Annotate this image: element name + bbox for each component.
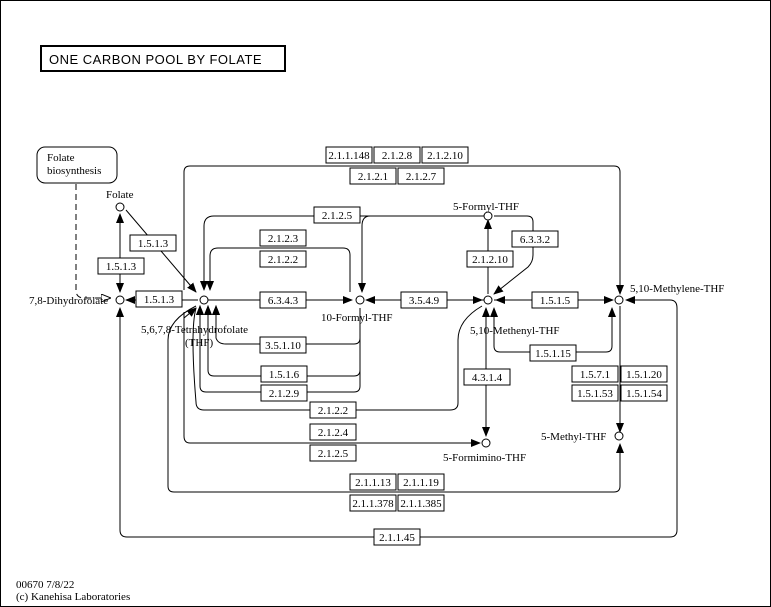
- svg-text:1.5.1.15: 1.5.1.15: [535, 348, 571, 360]
- enzyme-2-1-1-45[interactable]: 2.1.1.45: [373, 528, 421, 546]
- enzyme-2-1-1-378[interactable]: 2.1.1.378: [349, 494, 397, 512]
- enzyme-1-5-1-5[interactable]: 1.5.1.5: [531, 291, 579, 309]
- svg-text:1.5.1.3: 1.5.1.3: [144, 294, 175, 306]
- svg-text:5,6,7,8-Tetrahydrofolate: 5,6,7,8-Tetrahydrofolate: [141, 324, 248, 336]
- enzyme-1-5-1-3-horiz[interactable]: 1.5.1.3: [135, 290, 183, 308]
- enzyme-1-5-1-54[interactable]: 1.5.1.54: [620, 384, 668, 402]
- enzyme-2-1-2-2-top[interactable]: 2.1.2.2: [259, 250, 307, 268]
- enzyme-1-5-7-1[interactable]: 1.5.7.1: [571, 365, 619, 383]
- compound-10-formyl-thf[interactable]: 10-Formyl-THF: [321, 295, 393, 324]
- svg-text:4.3.1.4: 4.3.1.4: [472, 372, 503, 384]
- svg-text:1.5.7.1: 1.5.7.1: [580, 369, 610, 381]
- enzyme-2-1-2-7[interactable]: 2.1.2.7: [397, 167, 445, 185]
- svg-text:2.1.2.3: 2.1.2.3: [268, 233, 299, 245]
- svg-text:5,10-Methylene-THF: 5,10-Methylene-THF: [630, 283, 724, 295]
- compound-5-formyl-thf[interactable]: 5-Formyl-THF: [453, 201, 519, 221]
- enzyme-2-1-2-3[interactable]: 2.1.2.3: [259, 229, 307, 247]
- enzyme-1-5-1-6[interactable]: 1.5.1.6: [260, 365, 308, 383]
- svg-text:2.1.2.2: 2.1.2.2: [268, 254, 298, 266]
- enzyme-2-1-2-5-bot[interactable]: 2.1.2.5: [309, 444, 357, 462]
- enzyme-2-1-1-13[interactable]: 2.1.1.13: [349, 473, 397, 491]
- enzyme-boxes: 2.1.1.148 2.1.2.8 2.1.2.10 2.1.2.1 2.1.2…: [97, 146, 668, 546]
- svg-text:Folate: Folate: [106, 189, 134, 201]
- enzyme-1-5-1-53[interactable]: 1.5.1.53: [571, 384, 619, 402]
- svg-text:1.5.1.3: 1.5.1.3: [138, 238, 169, 250]
- svg-text:6.3.4.3: 6.3.4.3: [268, 295, 299, 307]
- compound-5-10-methylene-thf[interactable]: 5,10-Methylene-THF: [614, 283, 724, 305]
- enzyme-2-1-1-19[interactable]: 2.1.1.19: [397, 473, 445, 491]
- enzyme-2-1-2-10-top[interactable]: 2.1.2.10: [421, 146, 469, 164]
- svg-text:ONE CARBON POOL BY FOLATE: ONE CARBON POOL BY FOLATE: [49, 52, 262, 67]
- enzyme-2-1-2-9[interactable]: 2.1.2.9: [260, 384, 308, 402]
- svg-text:5-Formimino-THF: 5-Formimino-THF: [443, 452, 526, 464]
- enzyme-2-1-2-5-top[interactable]: 2.1.2.5: [313, 206, 361, 224]
- enzyme-6-3-3-2[interactable]: 6.3.3.2: [511, 230, 559, 248]
- svg-text:2.1.1.13: 2.1.1.13: [355, 477, 391, 489]
- svg-text:1.5.1.53: 1.5.1.53: [577, 388, 613, 400]
- svg-text:1.5.1.20: 1.5.1.20: [626, 369, 662, 381]
- compound-folate[interactable]: Folate: [106, 189, 134, 212]
- compound-5-10-methenyl-thf[interactable]: 5,10-Methenyl-THF: [470, 295, 560, 337]
- svg-text:2.1.2.7: 2.1.2.7: [406, 171, 437, 183]
- enzyme-4-3-1-4[interactable]: 4.3.1.4: [463, 368, 511, 386]
- enzyme-2-1-1-385[interactable]: 2.1.1.385: [397, 494, 445, 512]
- map-id-date: 00670 7/8/22: [16, 579, 74, 591]
- svg-text:5,10-Methenyl-THF: 5,10-Methenyl-THF: [470, 325, 560, 337]
- svg-text:6.3.3.2: 6.3.3.2: [520, 234, 550, 246]
- footer: 00670 7/8/22 (c) Kanehisa Laboratories: [16, 579, 130, 603]
- compound-nodes: Folate 7,8-Dihydrofolate 5,6,7,8-Tetrahy…: [29, 189, 724, 464]
- svg-text:2.1.1.385: 2.1.1.385: [400, 498, 442, 510]
- svg-text:7,8-Dihydrofolate: 7,8-Dihydrofolate: [29, 295, 108, 307]
- svg-text:2.1.2.9: 2.1.2.9: [269, 388, 300, 400]
- svg-text:2.1.2.10: 2.1.2.10: [427, 150, 463, 162]
- compound-5-formimino-thf[interactable]: 5-Formimino-THF: [443, 438, 526, 464]
- svg-text:Folate: Folate: [47, 152, 75, 164]
- map-link-edge: [75, 184, 110, 298]
- enzyme-2-1-2-4[interactable]: 2.1.2.4: [309, 423, 357, 441]
- svg-text:5-Methyl-THF: 5-Methyl-THF: [541, 431, 606, 443]
- svg-text:1.5.1.54: 1.5.1.54: [626, 388, 662, 400]
- enzyme-2-1-1-148[interactable]: 2.1.1.148: [325, 146, 373, 164]
- svg-text:2.1.1.19: 2.1.1.19: [403, 477, 439, 489]
- compound-5-methyl-thf[interactable]: 5-Methyl-THF: [541, 431, 624, 443]
- enzyme-1-5-1-3-vert[interactable]: 1.5.1.3: [97, 257, 145, 275]
- svg-text:3.5.1.10: 3.5.1.10: [265, 340, 301, 352]
- svg-text:1.5.1.6: 1.5.1.6: [269, 369, 300, 381]
- svg-text:(THF): (THF): [185, 337, 213, 349]
- svg-text:3.5.4.9: 3.5.4.9: [409, 295, 440, 307]
- enzyme-6-3-4-3[interactable]: 6.3.4.3: [259, 291, 307, 309]
- svg-text:5-Formyl-THF: 5-Formyl-THF: [453, 201, 519, 213]
- svg-text:biosynthesis: biosynthesis: [47, 165, 101, 177]
- copyright: (c) Kanehisa Laboratories: [16, 591, 130, 603]
- svg-text:1.5.1.5: 1.5.1.5: [540, 295, 571, 307]
- enzyme-3-5-4-9[interactable]: 3.5.4.9: [400, 291, 448, 309]
- svg-text:2.1.1.45: 2.1.1.45: [379, 532, 415, 544]
- enzyme-2-1-2-10-mid[interactable]: 2.1.2.10: [466, 250, 514, 268]
- map-link-folate-biosynthesis[interactable]: Folate biosynthesis: [36, 146, 118, 184]
- svg-text:2.1.2.10: 2.1.2.10: [472, 254, 508, 266]
- svg-text:2.1.2.5: 2.1.2.5: [322, 210, 353, 222]
- enzyme-2-1-2-2-bot[interactable]: 2.1.2.2: [309, 401, 357, 419]
- svg-text:2.1.1.378: 2.1.1.378: [352, 498, 394, 510]
- svg-text:2.1.2.1: 2.1.2.1: [358, 171, 388, 183]
- svg-text:2.1.2.2: 2.1.2.2: [318, 405, 348, 417]
- svg-text:2.1.2.5: 2.1.2.5: [318, 448, 349, 460]
- enzyme-1-5-1-20[interactable]: 1.5.1.20: [620, 365, 668, 383]
- svg-text:2.1.2.8: 2.1.2.8: [382, 150, 413, 162]
- enzyme-2-1-2-1[interactable]: 2.1.2.1: [349, 167, 397, 185]
- enzyme-3-5-1-10[interactable]: 3.5.1.10: [259, 336, 307, 354]
- svg-text:2.1.2.4: 2.1.2.4: [318, 427, 349, 439]
- svg-text:10-Formyl-THF: 10-Formyl-THF: [321, 312, 393, 324]
- compound-tetrahydrofolate[interactable]: 5,6,7,8-Tetrahydrofolate (THF): [141, 295, 248, 349]
- enzyme-2-1-2-8[interactable]: 2.1.2.8: [373, 146, 421, 164]
- map-title: ONE CARBON POOL BY FOLATE: [40, 45, 286, 72]
- enzyme-1-5-1-15[interactable]: 1.5.1.15: [529, 344, 577, 362]
- compound-dihydrofolate[interactable]: 7,8-Dihydrofolate: [29, 295, 125, 307]
- svg-text:2.1.1.148: 2.1.1.148: [328, 150, 370, 162]
- svg-text:1.5.1.3: 1.5.1.3: [106, 261, 137, 273]
- enzyme-1-5-1-3-diag[interactable]: 1.5.1.3: [129, 234, 177, 252]
